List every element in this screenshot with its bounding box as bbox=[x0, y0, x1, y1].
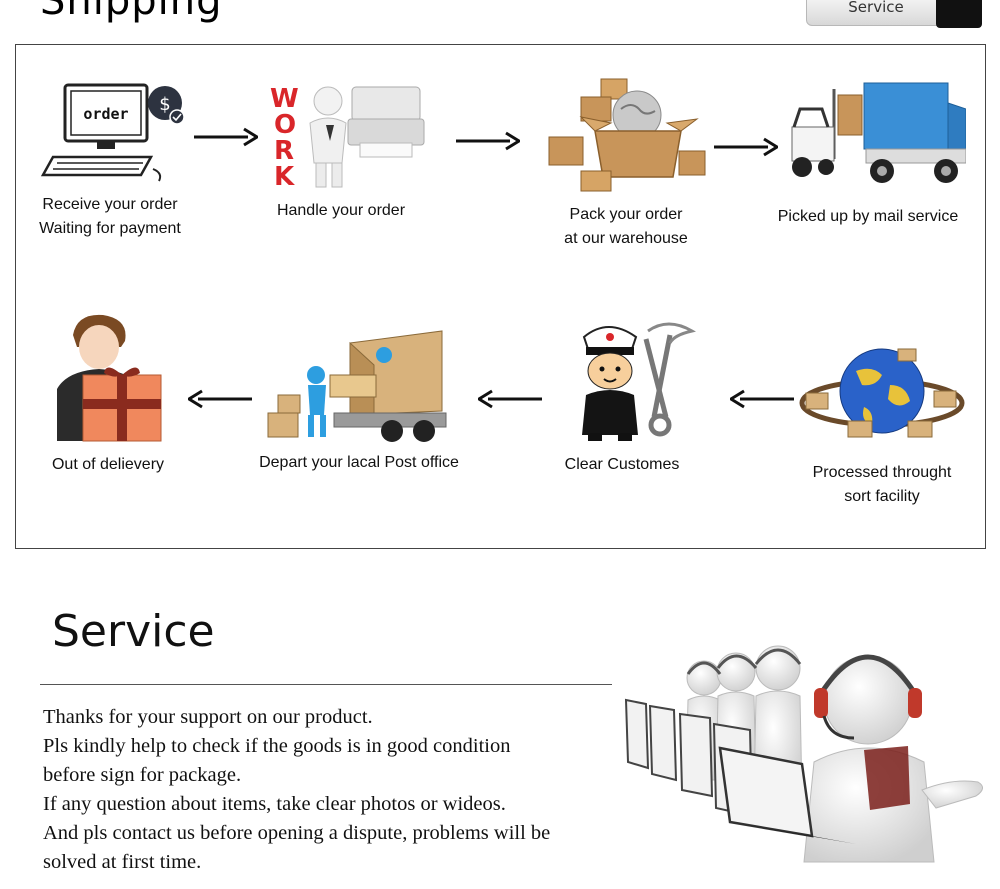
order-screen-text: order bbox=[83, 105, 128, 123]
service-title: Service bbox=[52, 606, 215, 657]
step-clear-customs: Clear Customes bbox=[536, 315, 708, 477]
customs-officer-icon bbox=[582, 322, 696, 441]
service-divider bbox=[40, 684, 612, 685]
arrow-right-icon bbox=[714, 137, 780, 162]
step-label: Receive your order Waiting for payment bbox=[39, 196, 181, 237]
svg-text:$: $ bbox=[159, 94, 170, 115]
loading-truck-icon bbox=[267, 330, 447, 442]
forklift-truck-icon bbox=[791, 82, 966, 183]
arrow-right-icon bbox=[456, 131, 522, 156]
work-printer-icon: W O R K bbox=[270, 84, 425, 191]
step-label: Handle your order bbox=[276, 202, 406, 219]
svg-text:W: W bbox=[270, 84, 299, 114]
step-label: Picked up by mail service bbox=[777, 208, 959, 225]
arrow-left-icon bbox=[186, 389, 252, 414]
dark-box-decoration bbox=[936, 0, 982, 28]
step-receive-order: order $ Receive your order Waiting for p… bbox=[20, 81, 200, 241]
service-line: solved at first time. bbox=[43, 851, 202, 873]
step-depart-post-office: Depart your lacal Post office bbox=[242, 325, 476, 475]
step-label: Out of delievery bbox=[51, 456, 165, 473]
service-line: Thanks for your support on our product. bbox=[43, 706, 373, 728]
svg-text:R: R bbox=[274, 136, 294, 166]
globe-trucks-icon bbox=[799, 348, 965, 438]
service-line: before sign for package. bbox=[43, 764, 242, 786]
packages-globe-icon bbox=[548, 78, 706, 192]
step-label: Clear Customes bbox=[564, 456, 680, 473]
step-processed-sort-facility: Processed throught sort facility bbox=[786, 341, 978, 509]
step-label: Pack your order at our warehouse bbox=[564, 206, 688, 247]
arrow-left-icon bbox=[476, 389, 542, 414]
step-pack-order: Pack your order at our warehouse bbox=[536, 75, 716, 251]
shipping-title: Shipping bbox=[40, 0, 223, 24]
step-label: Depart your lacal Post office bbox=[259, 454, 459, 471]
service-line: If any question about items, take clear … bbox=[43, 793, 506, 815]
gift-delivery-icon bbox=[57, 314, 162, 442]
svg-text:O: O bbox=[274, 110, 296, 140]
step-handle-order: W O R K Handle your order bbox=[256, 79, 426, 223]
step-label: Processed throught sort facility bbox=[812, 464, 952, 505]
service-badge-label: Service bbox=[806, 0, 946, 26]
arrow-left-icon bbox=[728, 389, 794, 414]
arrow-right-icon bbox=[194, 127, 260, 152]
computer-order-icon: order $ bbox=[40, 83, 185, 182]
service-line: And pls contact us before opening a disp… bbox=[43, 822, 551, 844]
shipping-flow-frame: order $ Receive your order Waiting for p… bbox=[15, 44, 986, 549]
service-line: Pls kindly help to check if the goods is… bbox=[43, 735, 511, 757]
step-out-of-delivery: Out of delievery bbox=[26, 313, 190, 477]
top-service-badge: Service bbox=[806, 0, 982, 32]
step-picked-up: Picked up by mail service bbox=[760, 79, 976, 229]
customer-support-illustration bbox=[618, 630, 990, 875]
service-message: Thanks for your support on our product. … bbox=[43, 703, 643, 877]
support-team-headset-icon bbox=[624, 645, 983, 863]
svg-text:K: K bbox=[274, 162, 295, 191]
